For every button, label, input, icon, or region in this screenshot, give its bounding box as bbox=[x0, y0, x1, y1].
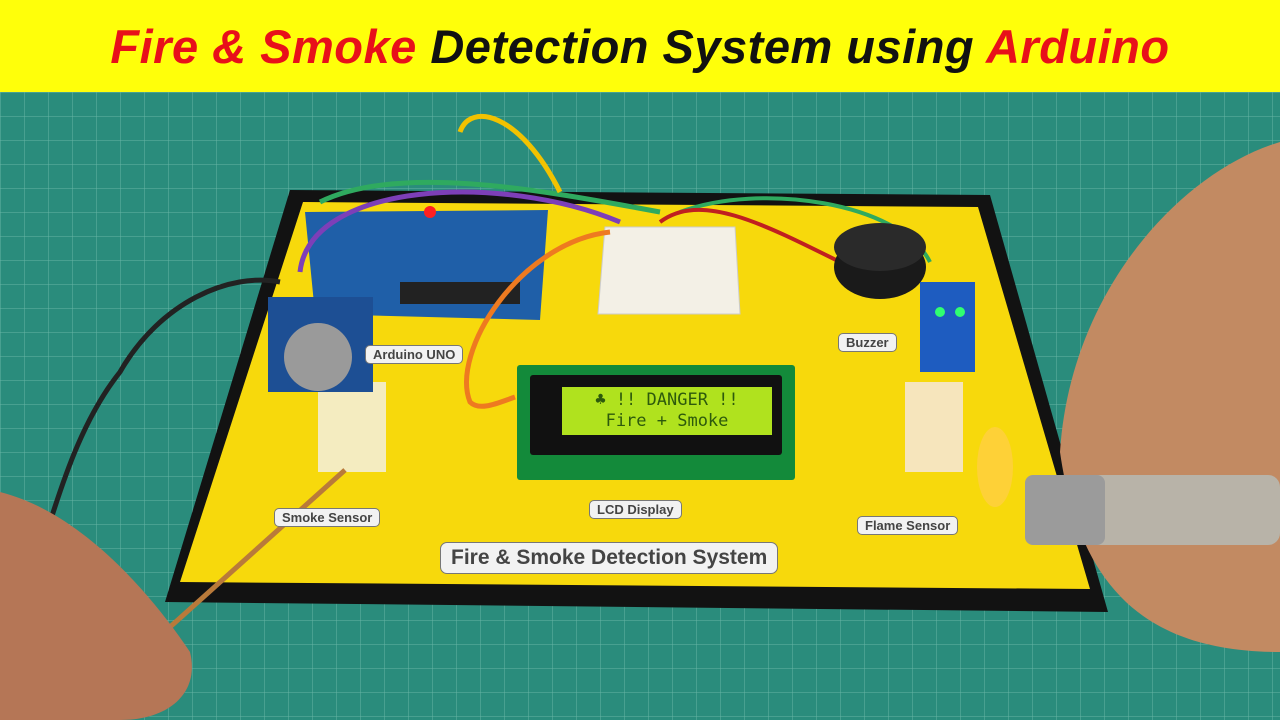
buzzer-top bbox=[834, 223, 926, 271]
photo-scene: ♣ !! DANGER !! Fire + Smoke Arduino UNO … bbox=[0, 92, 1280, 720]
sensor-led bbox=[935, 307, 945, 317]
wire bbox=[464, 229, 611, 409]
left-hand bbox=[0, 492, 192, 720]
label-buzzer: Buzzer bbox=[838, 333, 897, 352]
title-part-1: Fire & Smoke bbox=[110, 19, 417, 73]
sensor-led bbox=[955, 307, 965, 317]
label-smoke-sensor: Smoke Sensor bbox=[274, 508, 381, 527]
label-flame-sensor: Flame Sensor bbox=[857, 516, 959, 535]
label-main-system: Fire & Smoke Detection System bbox=[440, 542, 779, 574]
breadboard bbox=[597, 226, 741, 315]
video-title: Fire & Smoke Detection System using Ardu… bbox=[110, 19, 1169, 74]
power-led bbox=[424, 206, 436, 218]
mq-sensor-mesh bbox=[284, 323, 352, 391]
arduino-header bbox=[400, 282, 520, 304]
lcd-line-2: Fire + Smoke bbox=[605, 411, 729, 431]
lcd-line-1: ♣ !! DANGER !! bbox=[595, 390, 739, 410]
cable bbox=[47, 277, 281, 523]
lighter-nozzle bbox=[1025, 475, 1105, 545]
label-lcd-display: LCD Display bbox=[589, 500, 682, 519]
flame bbox=[977, 427, 1013, 507]
label-arduino-uno: Arduino UNO bbox=[365, 345, 464, 364]
wire bbox=[297, 189, 621, 273]
title-part-2: Detection System using bbox=[430, 19, 975, 73]
incense-stick bbox=[168, 468, 347, 629]
smoke-sensor-stand bbox=[318, 382, 386, 472]
lcd-display: ♣ !! DANGER !! Fire + Smoke bbox=[562, 387, 772, 435]
flame-sensor-module bbox=[920, 282, 975, 372]
wire bbox=[658, 207, 841, 264]
title-part-3: Arduino bbox=[985, 19, 1170, 73]
title-banner: Fire & Smoke Detection System using Ardu… bbox=[0, 0, 1280, 92]
wire bbox=[457, 114, 563, 194]
wire bbox=[318, 179, 661, 215]
flame-sensor-stand bbox=[905, 382, 963, 472]
